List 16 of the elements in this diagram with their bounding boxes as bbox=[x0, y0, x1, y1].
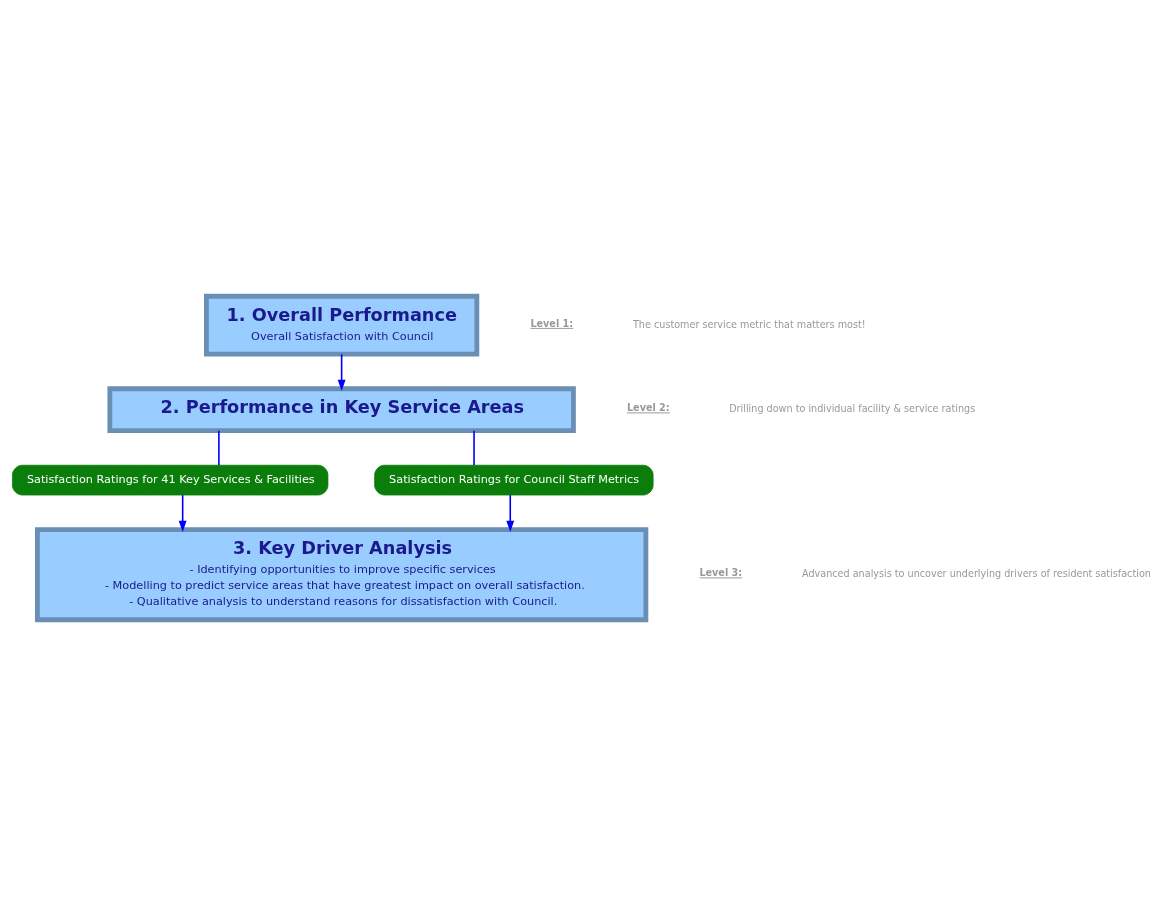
label: Advanced analysis to uncover underlying drivers of resident satisfaction bbox=[802, 568, 1151, 580]
node-box: Satisfaction Ratings for 41 Key Services & Facilities bbox=[12, 464, 329, 496]
arrow bbox=[337, 353, 346, 391]
label: Drilling down to individual facility & service ratings bbox=[729, 403, 976, 415]
node-box: 2. Performance in Key Service Areas bbox=[107, 386, 576, 434]
label: The customer service metric that matters most! bbox=[633, 318, 866, 330]
node-box: Satisfaction Ratings for Council Staff Metrics bbox=[374, 464, 654, 496]
node-box: 3. Key Driver Analysis - Identifying opportunities to improve specific services - Modelling to predict service areas that have greatest impact on overall satisfaction. - Qualitative analysis to understand reasons for dissatisfaction with Council. bbox=[34, 527, 649, 623]
label: Level 3: bbox=[699, 567, 743, 579]
arrow bbox=[506, 494, 515, 532]
connector bbox=[473, 430, 475, 466]
node-box: 1. Overall Performance Overall Satisfaction with Council bbox=[204, 293, 480, 357]
arrow bbox=[178, 494, 187, 532]
connector bbox=[218, 430, 220, 466]
label: Level 2: bbox=[626, 402, 670, 414]
label: Level 1: bbox=[530, 317, 574, 329]
